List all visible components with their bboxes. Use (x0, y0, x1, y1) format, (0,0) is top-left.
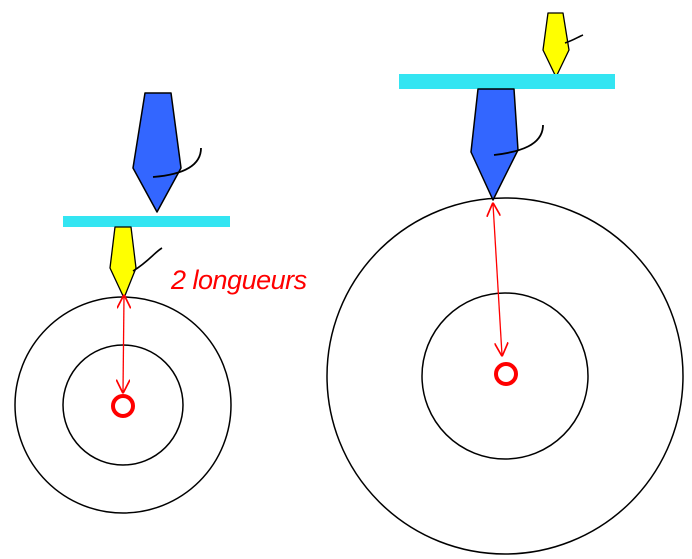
left-cyan-bar (63, 216, 230, 227)
left-assembly (14, 92, 232, 514)
left-yellow-pen-icon (109, 226, 137, 299)
right-radius-arrow (493, 204, 502, 355)
right-outer-circle (326, 197, 684, 555)
left-blue-pen-wire (152, 147, 202, 178)
right-assembly (326, 12, 684, 555)
right-blue-pen-icon (470, 88, 519, 201)
lengths-label: 2 longueurs (170, 265, 307, 295)
right-cyan-bar (399, 74, 615, 89)
right-blue-pen-wire (493, 124, 544, 156)
left-center-ring-icon (111, 394, 135, 418)
left-blue-pen-icon (132, 92, 182, 213)
left-yellow-pen-wire (132, 247, 163, 272)
left-radius-arrow (123, 296, 124, 392)
right-yellow-pen-wire (564, 34, 584, 44)
right-yellow-pen-icon (542, 12, 570, 78)
right-center-ring-icon (494, 362, 518, 386)
